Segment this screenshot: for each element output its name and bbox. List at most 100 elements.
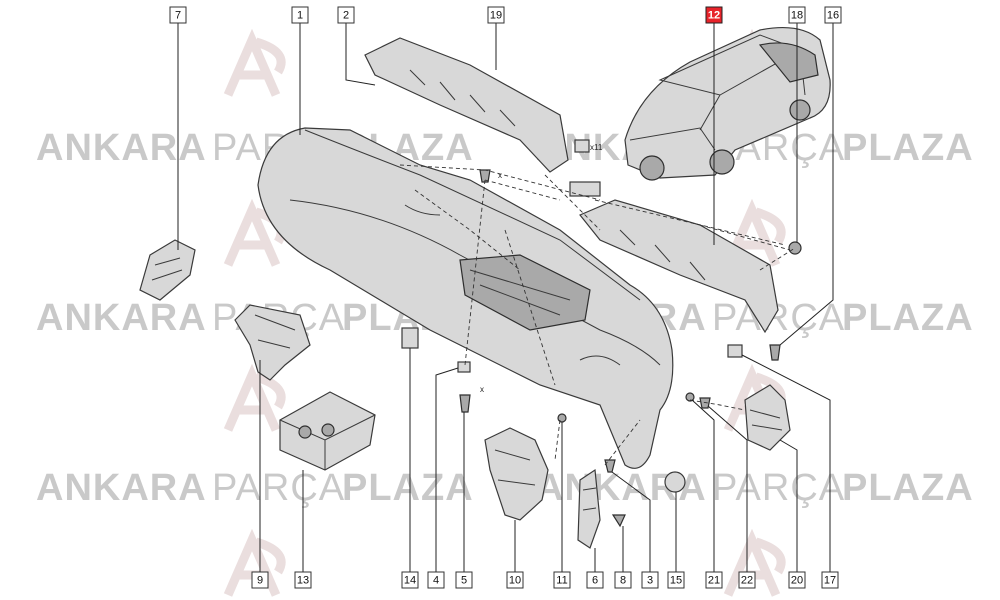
callout-box (788, 571, 806, 589)
watermark-mid: PARÇA (712, 297, 845, 339)
screw-16-part (769, 344, 781, 361)
label-plate-part (569, 181, 601, 197)
clip-21-part (685, 392, 695, 402)
callout-12: 12 (705, 6, 723, 24)
callout-number: 7 (175, 10, 181, 22)
callout-box (291, 6, 309, 24)
callout-number: 15 (670, 575, 682, 587)
watermark-left: ANKARA (36, 297, 207, 339)
callout-number: 8 (620, 575, 626, 587)
callout-number: 3 (647, 575, 653, 587)
callout-9: 9 (251, 571, 269, 589)
callout-17: 17 (821, 571, 839, 589)
callout-number: 14 (404, 575, 416, 587)
callout-box (337, 6, 355, 24)
callout-22: 22 (738, 571, 756, 589)
qty-note-x-a: x (498, 171, 502, 180)
callout-10: 10 (506, 571, 524, 589)
callout-box (427, 571, 445, 589)
clip-22-part (699, 397, 711, 409)
callout-21: 21 (705, 571, 723, 589)
callout-11: 11 (553, 571, 571, 589)
callout-box (487, 6, 505, 24)
bracket-10-part (484, 427, 549, 521)
callout-box (667, 571, 685, 589)
callout-number: 4 (433, 575, 439, 587)
callout-2: 2 (337, 6, 355, 24)
watermark-mid: PARÇA (712, 467, 845, 509)
rivet-11-part (557, 413, 567, 423)
qty-note-x-b: x (480, 385, 484, 394)
callout-20: 20 (788, 571, 806, 589)
callout-box (821, 571, 839, 589)
callout-number: 9 (257, 575, 263, 587)
callout-6: 6 (586, 571, 604, 589)
callout-16: 16 (824, 6, 842, 24)
plug-15-part (664, 471, 686, 493)
callout-box (401, 571, 419, 589)
clip-box-13-part (279, 391, 376, 471)
watermark-left: ANKARA (36, 467, 207, 509)
callout-3: 3 (641, 571, 659, 589)
callout-8: 8 (614, 571, 632, 589)
callout-box (705, 6, 723, 24)
callout-number: 17 (824, 575, 836, 587)
callout-13: 13 (294, 571, 312, 589)
bracket-7-part (139, 239, 196, 301)
pad-14-part (401, 327, 419, 349)
callout-number: 13 (297, 575, 309, 587)
callout-18: 18 (788, 6, 806, 24)
callout-number: 20 (791, 575, 803, 587)
callout-number: 5 (461, 575, 467, 587)
callout-box (586, 571, 604, 589)
callout-box (788, 6, 806, 24)
callout-box (705, 571, 723, 589)
callout-box (169, 6, 187, 24)
callout-5: 5 (455, 571, 473, 589)
watermark-right: PLAZA (342, 467, 474, 509)
watermark-right: PLAZA (842, 127, 974, 169)
bracket-20-part (744, 384, 791, 451)
callout-box (614, 571, 632, 589)
watermark-mid: PARÇA (212, 467, 345, 509)
callout-box (506, 571, 524, 589)
clip-17-part (727, 344, 743, 358)
callout-number: 11 (556, 575, 567, 587)
callout-box (455, 571, 473, 589)
watermark-right: PLAZA (842, 297, 974, 339)
callout-number: 22 (741, 575, 753, 587)
callout-number: 2 (343, 10, 349, 22)
callout-box (738, 571, 756, 589)
callout-4: 4 (427, 571, 445, 589)
callout-number: 1 (297, 10, 303, 22)
callout-box (641, 571, 659, 589)
nut-18-part (788, 241, 802, 255)
reinforcement-19-part (364, 37, 569, 173)
leader-lines (177, 23, 834, 580)
reinforcement-12-part (579, 199, 779, 334)
callout-19: 19 (487, 6, 505, 24)
callout-number: 18 (791, 10, 803, 22)
bracket-9-part (234, 304, 311, 381)
callout-number: 10 (509, 575, 521, 587)
callout-number: 16 (827, 10, 839, 22)
callout-number: 19 (490, 10, 502, 22)
callout-box (824, 6, 842, 24)
rivet-8-part (611, 514, 626, 528)
clip-4-part (457, 361, 471, 373)
clip-x11-part (574, 139, 590, 153)
assembly-lines (399, 164, 796, 466)
callout-14: 14 (401, 571, 419, 589)
guide-6-part (577, 468, 601, 549)
callout-number: 21 (708, 575, 720, 587)
callout-number: 12 (708, 10, 720, 22)
callout-box (294, 571, 312, 589)
callout-number: 6 (592, 575, 598, 587)
callout-7: 7 (169, 6, 187, 24)
screw-5-part (459, 394, 471, 413)
callout-box (553, 571, 571, 589)
qty-note-x11: x11 (590, 143, 603, 152)
callout-15: 15 (667, 571, 685, 589)
